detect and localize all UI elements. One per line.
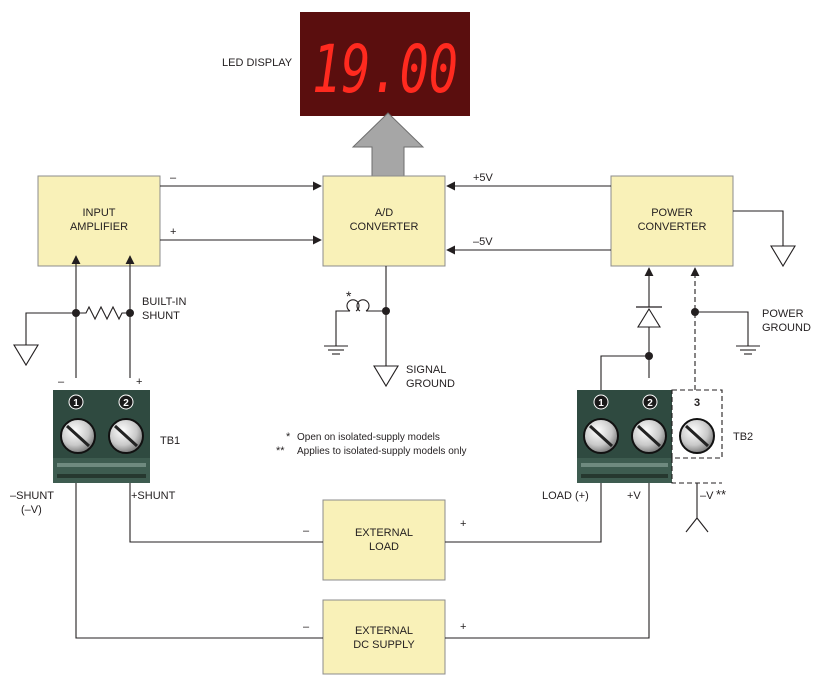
power-ground-line1: POWER: [762, 308, 804, 320]
tb2-screw-3-icon[interactable]: [679, 418, 715, 454]
open-jumper-icon: [346, 299, 370, 312]
tb1-pin2-number: 2: [123, 398, 129, 409]
load-minus-sign: –: [303, 525, 310, 537]
display-data-arrow: [351, 112, 425, 177]
power-converter-ground-wire: [733, 210, 784, 246]
tb1-minus-shunt-line1: –SHUNT: [10, 490, 54, 502]
jumper-ground-wire: [335, 310, 350, 346]
tb1-screw-1-icon[interactable]: [60, 418, 96, 454]
load-plus-sign: +: [460, 518, 466, 530]
amp-minus-sign: –: [170, 172, 177, 184]
power-converter-block: POWER CONVERTER: [610, 175, 734, 267]
tb2-pin2-number: 2: [647, 398, 653, 409]
tb1-pin1-polarity: –: [58, 376, 65, 388]
minus-shunt-to-supply-wire: [75, 483, 323, 639]
led-display-label: LED DISPLAY: [222, 57, 293, 69]
tb1-pin1-number: 1: [73, 398, 79, 409]
tb2-plus-v-label: +V: [627, 490, 641, 502]
power-converter-line2: CONVERTER: [638, 221, 707, 233]
input-amplifier-block: INPUT AMPLIFIER: [37, 175, 161, 267]
plus5v-label: +5V: [473, 172, 494, 184]
load-to-tb2-wire: [445, 483, 602, 543]
shunt-label-line1: BUILT-IN: [142, 296, 186, 308]
chassis-ground-right-icon: [736, 345, 760, 355]
note2-mark: **: [276, 445, 285, 457]
input-amplifier-line2: AMPLIFIER: [70, 221, 128, 233]
ad-converter-block: A/D CONVERTER: [322, 175, 446, 267]
power-ground-line2: GROUND: [762, 322, 811, 334]
external-supply-line2: DC SUPPLY: [353, 639, 415, 651]
input-amplifier-line1: INPUT: [83, 207, 116, 219]
chassis-ground-left-icon: [324, 345, 348, 355]
tb2-load-plus-label: LOAD (+): [542, 490, 589, 502]
tb2-screw-1-icon[interactable]: [583, 418, 619, 454]
tb2-minus-v-label: –V: [700, 490, 714, 502]
minus5v-label: –5V: [473, 236, 493, 248]
input-ground-wire: [25, 312, 76, 345]
supply-minus-sign: –: [303, 621, 310, 633]
tb1-plus-shunt: +SHUNT: [131, 490, 176, 502]
power-ground-wire: [695, 311, 749, 346]
tb2-pin1-wire: [600, 355, 649, 390]
external-load-block: EXTERNAL LOAD: [322, 499, 446, 581]
tb2-name: TB2: [733, 431, 753, 443]
tb1-pin2-polarity: +: [136, 376, 142, 388]
tb2-screw-2-icon[interactable]: [631, 418, 667, 454]
led-display-bezel: [300, 12, 470, 116]
note1-mark: *: [286, 431, 291, 443]
amp-plus-sign: +: [170, 226, 176, 238]
external-supply-line1: EXTERNAL: [355, 625, 413, 637]
external-load-line2: LOAD: [369, 541, 399, 553]
supply-plus-sign: +: [460, 621, 466, 633]
shunt-label-line2: SHUNT: [142, 310, 180, 322]
note1-text: Open on isolated-supply models: [297, 432, 440, 443]
external-supply-block: EXTERNAL DC SUPPLY: [322, 599, 446, 675]
led-display-reading: 19.00: [312, 31, 458, 108]
input-ground-icon: [13, 344, 39, 367]
tb2-pin3-optional-outline: [671, 389, 723, 459]
plus-shunt-to-load-wire: [129, 483, 323, 543]
tb2-pin3-optional-edge: [671, 458, 722, 484]
power-converter-line1: POWER: [651, 207, 693, 219]
power-converter-ground-icon: [770, 245, 796, 268]
external-load-line1: EXTERNAL: [355, 527, 413, 539]
tb2-pin1-number: 1: [598, 398, 604, 409]
tb1-name: TB1: [160, 435, 180, 447]
tb1-minus-shunt-line2: (–V): [21, 504, 42, 516]
signal-ground-line1: SIGNAL: [406, 364, 446, 376]
ad-converter-line2: CONVERTER: [350, 221, 419, 233]
shunt-node-right: [126, 309, 134, 317]
jumper-star: *: [346, 288, 352, 304]
supply-to-tb2-wire: [445, 483, 650, 639]
ad-converter-line1: A/D: [375, 207, 393, 219]
tb2-minus-v-terminal-icon: [685, 517, 709, 533]
built-in-shunt-resistor: [76, 305, 130, 321]
tb2-minus-v-mark: **: [716, 487, 726, 502]
tb1-screw-2-icon[interactable]: [108, 418, 144, 454]
signal-ground-icon: [373, 365, 399, 388]
diode-icon: [636, 306, 662, 328]
note2-text: Applies to isolated-supply models only: [297, 446, 467, 457]
tb2-pin3-number: 3: [694, 397, 700, 409]
signal-ground-line2: GROUND: [406, 378, 455, 390]
